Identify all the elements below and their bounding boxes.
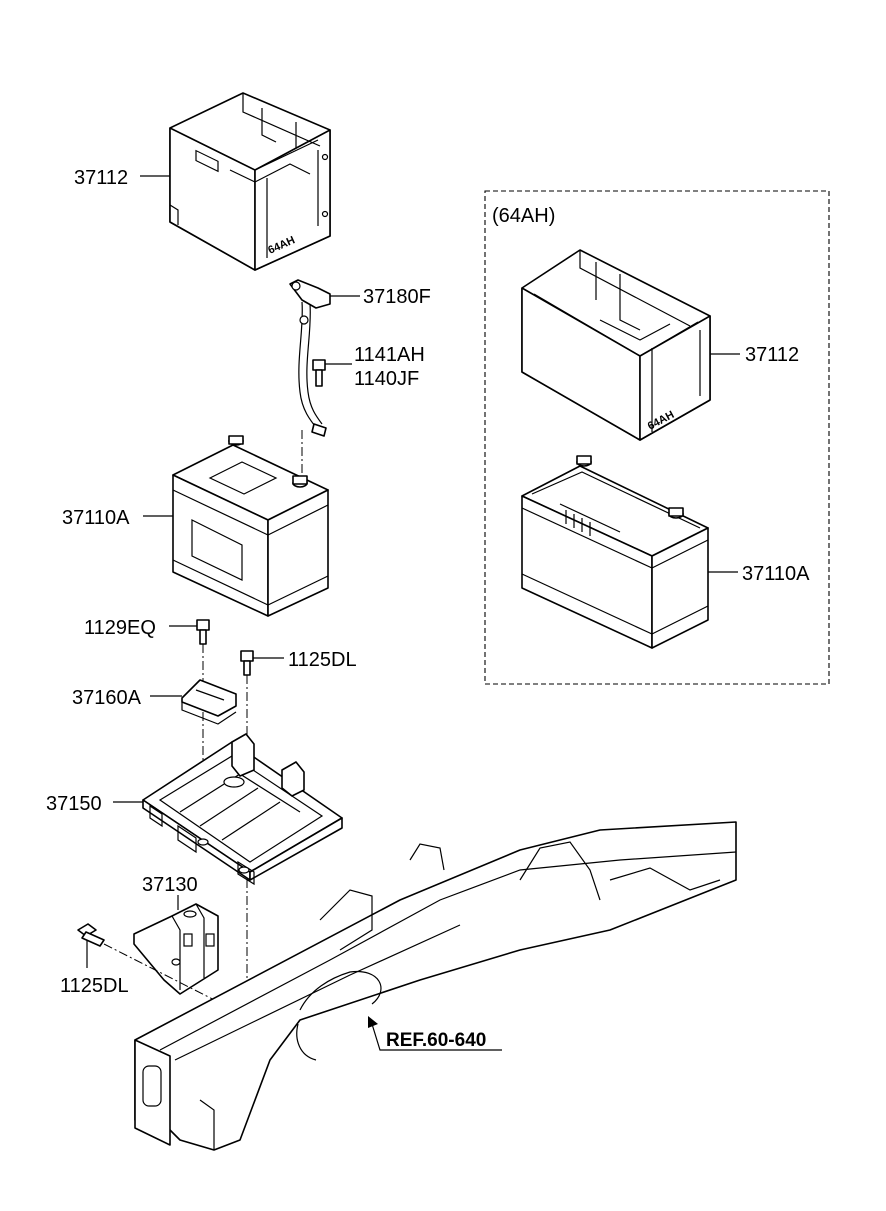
bolt-1129EQ (196, 619, 210, 645)
label-37112-main: 37112 (74, 167, 128, 189)
tray-bracket (133, 903, 219, 995)
bolt-1125DL-top (240, 650, 254, 676)
battery-variant (521, 455, 709, 649)
cable-bolt (312, 359, 326, 387)
reference-label: REF.60-640 (386, 1030, 486, 1051)
battery-main (172, 435, 329, 617)
label-37180F: 37180F (363, 286, 431, 308)
label-37110A-variant: 37110A (742, 563, 810, 585)
label-37160A: 37160A (72, 687, 142, 709)
battery-tray (142, 733, 343, 886)
bolt-1125DL-bottom (77, 923, 105, 947)
body-frame (134, 821, 737, 1151)
label-37112-variant: 37112 (745, 344, 799, 366)
battery-cover-variant: 64AH (521, 249, 711, 441)
label-1129EQ: 1129EQ (84, 617, 156, 639)
variant-frame (484, 190, 830, 685)
label-37110A-main: 37110A (62, 507, 130, 529)
label-37130: 37130 (142, 874, 198, 896)
label-1140JF: 1140JF (354, 368, 419, 390)
label-1141AH: 1141AH (354, 344, 425, 366)
battery-cable (289, 279, 331, 437)
variant-title: (64AH) (492, 205, 555, 227)
battery-cover-main: 64AH (169, 92, 331, 271)
battery-clamp (181, 679, 237, 725)
label-1125DL-bottom: 1125DL (60, 975, 129, 997)
label-37150: 37150 (46, 793, 102, 815)
label-1125DL-top: 1125DL (288, 649, 357, 671)
